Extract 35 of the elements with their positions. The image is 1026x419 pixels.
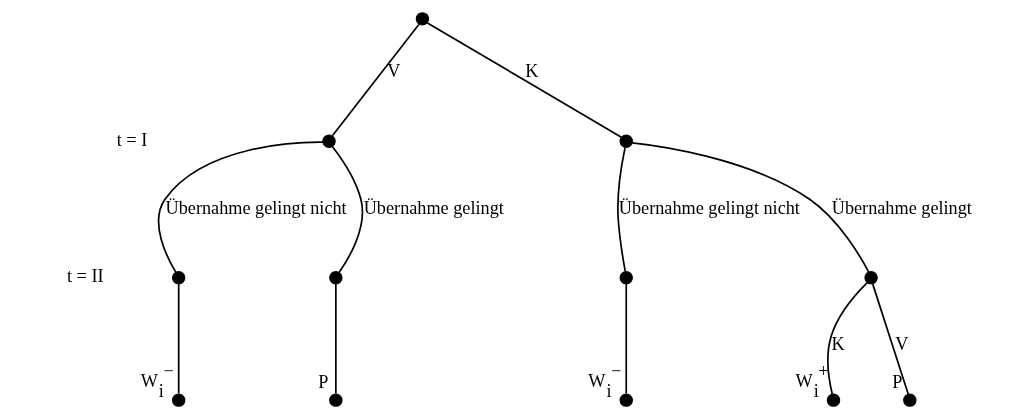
node-circle	[328, 393, 343, 407]
connector	[871, 283, 909, 395]
node-circle	[902, 393, 917, 407]
edge-label: V	[894, 334, 908, 355]
edge-label: V	[386, 61, 401, 82]
edge-label: Übernahme gelingt nicht	[618, 197, 800, 218]
connector	[616, 146, 626, 273]
label: t = II	[66, 266, 104, 287]
edge-label: K	[830, 334, 845, 355]
connector	[334, 283, 337, 395]
connector	[331, 145, 363, 274]
node-label: P	[891, 372, 902, 393]
connector	[826, 281, 868, 395]
label: t = I	[116, 129, 147, 150]
node-circle	[321, 134, 336, 148]
node-circle	[619, 393, 633, 407]
connector	[157, 141, 324, 273]
edge-label: Übernahme gelingt nicht	[165, 197, 347, 218]
node-circle	[328, 271, 343, 285]
connector	[177, 283, 180, 395]
connector	[624, 283, 627, 395]
connector	[630, 142, 870, 273]
node-circle	[826, 393, 840, 407]
node-circle	[619, 134, 633, 148]
node-circle	[415, 12, 429, 26]
node-circle	[171, 393, 185, 407]
node-circle	[619, 271, 633, 285]
connector	[426, 22, 622, 139]
edge-label: Übernahme gelingt	[831, 197, 972, 218]
node-circle	[171, 271, 185, 285]
edge-label: K	[524, 61, 538, 82]
edge-label: Übernahme gelingt	[363, 197, 504, 218]
node-label: P	[317, 372, 328, 393]
connector	[331, 23, 420, 137]
node-circle	[863, 271, 878, 285]
